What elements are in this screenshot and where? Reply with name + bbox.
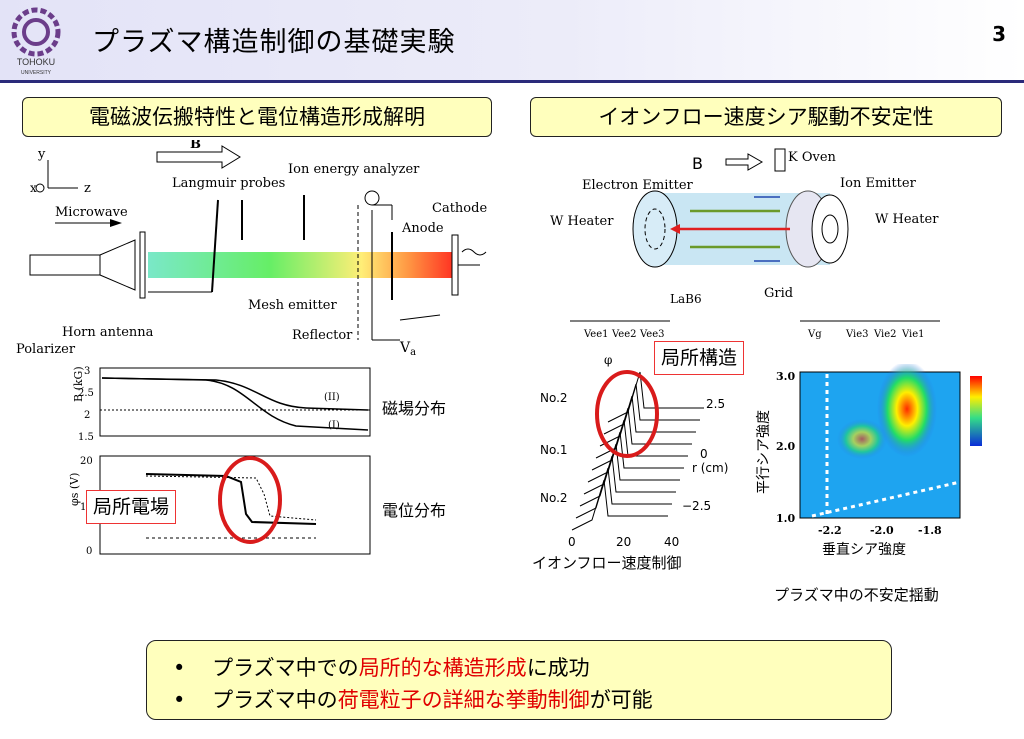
instability-contour-plot: 3.0 2.0 1.0 -2.2 -2.0 -1.8 垂直シア強度 平行シア強度 [756,364,982,558]
svg-text:0: 0 [568,535,576,549]
page-number: 3 [992,22,1006,46]
svg-text:0: 0 [86,546,92,557]
ion-energy-analyzer-label: Ion energy analyzer [288,162,420,177]
phi-plot-ylabel: φs (V) [68,473,81,506]
magnetic-field-plot: B (kG) 3 2.5 2 1.5 (II) (I) [72,366,371,443]
svg-text:Vie2: Vie2 [873,329,897,340]
svg-text:Vie1: Vie1 [901,329,925,340]
grid-label: Grid [764,286,793,301]
svg-text:3: 3 [84,366,90,377]
cathode-label: Cathode [432,201,487,216]
svg-text:Vie3: Vie3 [845,329,869,340]
svg-text:Vee3: Vee3 [639,329,665,340]
svg-text:Vee1: Vee1 [583,329,609,340]
microwave-experiment-diagram: y x z B Microwave Langmuir probes Ion en… [16,140,487,358]
langmuir-probes-label: Langmuir probes [172,176,285,191]
svg-text:-2.0: -2.0 [870,524,894,537]
waterfall-highlight-circle [595,370,659,458]
b-plot-ylabel: B (kG) [72,366,85,402]
right-section-heading: イオンフロー速度シア駆動不安定性 [530,97,1002,137]
svg-text:20: 20 [80,456,93,467]
summary-box: • プラズマ中での局所的な構造形成に成功 • プラズマ中の荷電粒子の詳細な挙動制… [146,640,892,720]
w-heater-right-label: W Heater [875,212,939,227]
mesh-emitter-label: Mesh emitter [248,298,338,313]
svg-text:2.5: 2.5 [78,388,94,399]
svg-text:Vg: Vg [807,329,822,340]
tohoku-university-logo: TOHOKU UNIVERSITY [11,7,61,76]
axis-z-label: z [84,181,91,196]
local-field-callout: 局所電場 [86,490,177,524]
svg-text:2: 2 [84,410,90,421]
ion-flow-device-diagram: B K Oven Electron Emitter Ion Emitter W … [550,148,940,340]
svg-text:20: 20 [616,535,631,549]
anode-label: Anode [401,221,444,236]
summary-line-1: • プラズマ中での局所的な構造形成に成功 [173,656,590,680]
header-divider [0,80,1024,83]
svg-text:No.1: No.1 [540,443,568,457]
slide-title: プラズマ構造制御の基礎実験 [92,27,456,58]
horn-antenna-label: Horn antenna [62,325,154,340]
phi-plot-caption: 電位分布 [382,501,447,520]
svg-text:1.5: 1.5 [78,432,94,443]
svg-text:−2.5: −2.5 [682,499,711,513]
slide-header [0,0,1024,80]
local-structure-callout: 局所構造 [654,341,745,375]
b-label-right: B [692,154,703,173]
contour-caption: プラズマ中の不安定揺動 [774,586,939,604]
svg-text:0: 0 [700,447,708,461]
plasma-beam [148,252,453,278]
svg-text:No.2: No.2 [540,391,568,405]
axis-y-label: y [37,147,46,162]
va-label: Va [399,340,416,358]
lab6-label: LaB6 [670,292,702,306]
ion-emitter-label: Ion Emitter [840,176,917,191]
b-field-label: B [190,140,201,152]
svg-text:r (cm): r (cm) [692,461,728,475]
svg-text:Vee2: Vee2 [611,329,637,340]
polarizer-label: Polarizer [16,342,76,357]
svg-text:1.0: 1.0 [776,512,795,525]
logo-text: TOHOKU [17,57,55,67]
svg-text:3.0: 3.0 [776,370,795,383]
axis-x-label: x [30,181,37,195]
reflector-label: Reflector [292,328,353,343]
svg-text:No.2: No.2 [540,491,568,505]
svg-text:φ: φ [604,353,612,367]
svg-text:2.5: 2.5 [706,397,725,411]
waterfall-plot: φ No.2 No.1 No.2 2.5 0 r (cm) −2.5 0 20 … [540,353,728,549]
logo-subtext: UNIVERSITY [21,70,52,76]
electron-emitter-label: Electron Emitter [582,178,694,193]
svg-text:-2.2: -2.2 [818,524,842,537]
svg-text:40: 40 [664,535,679,549]
curve-ii-label: (II) [324,392,340,403]
summary-line-2: • プラズマ中の荷電粒子の詳細な挙動制御が可能 [173,688,653,712]
curve-i-label: (I) [328,420,340,431]
k-oven-label: K Oven [788,150,837,165]
left-section-heading: 電磁波伝搬特性と電位構造形成解明 [22,97,492,137]
w-heater-left-label: W Heater [550,214,614,229]
highlight-circle [218,456,282,544]
svg-text:2.0: 2.0 [776,440,795,453]
microwave-label: Microwave [55,205,128,220]
svg-text:-1.8: -1.8 [918,524,942,537]
b-plot-caption: 磁場分布 [382,399,447,418]
contour-xlabel: 垂直シア強度 [822,541,906,558]
waterfall-xlabel: イオンフロー速度制御 [532,554,682,572]
contour-ylabel: 平行シア強度 [756,410,772,494]
